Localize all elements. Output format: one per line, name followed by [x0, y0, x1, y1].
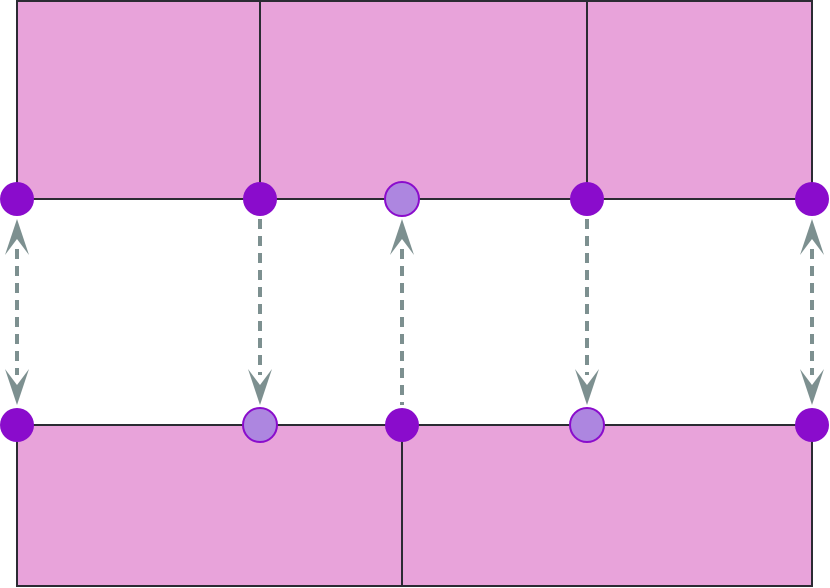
top-row-cell-3 — [586, 0, 813, 200]
bottom-row-cell-2 — [401, 424, 813, 587]
arrow-head-down-5 — [800, 369, 824, 405]
arrow-head-up-3 — [390, 219, 414, 255]
top-row-vertex-4 — [570, 182, 604, 216]
arrow-head-up-5 — [800, 219, 824, 255]
top-row-vertex-3 — [384, 181, 420, 217]
arrow-head-up-1 — [5, 219, 29, 255]
top-row-vertex-1 — [0, 182, 34, 216]
bottom-row-cell-1 — [16, 424, 403, 587]
arrows-layer — [5, 219, 824, 405]
bottom-row-vertex-1 — [0, 408, 34, 442]
top-row-vertex-5 — [795, 182, 829, 216]
arrow-head-down-1 — [5, 369, 29, 405]
arrow-head-down-4 — [575, 369, 599, 405]
bottom-row-vertex-5 — [795, 408, 829, 442]
bottom-row-vertex-2 — [242, 407, 278, 443]
cells-layer — [16, 0, 813, 587]
top-row-vertex-2 — [243, 182, 277, 216]
bottom-row-vertex-3 — [385, 408, 419, 442]
arrow-head-down-2 — [248, 369, 272, 405]
vertices-layer — [0, 181, 829, 443]
top-row-cell-1 — [16, 0, 261, 200]
bottom-row-vertex-4 — [569, 407, 605, 443]
top-row-cell-2 — [259, 0, 588, 200]
